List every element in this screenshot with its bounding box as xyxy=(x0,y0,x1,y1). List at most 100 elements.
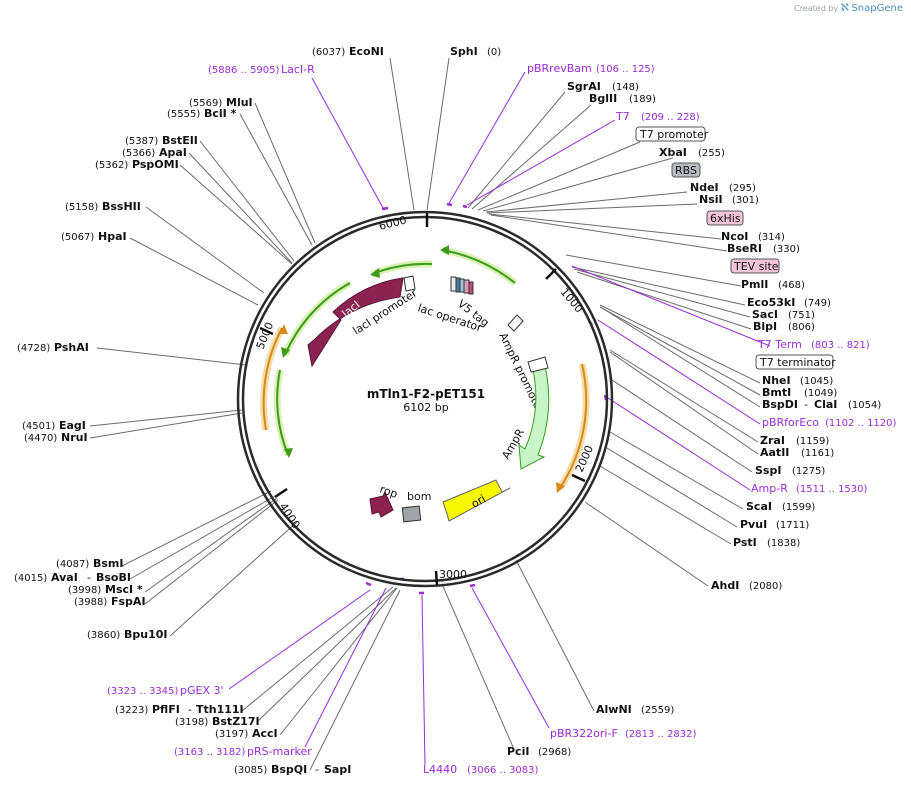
label-SspI: SspI (1275) xyxy=(755,464,825,477)
label-Eco53kI: Eco53kI (749) xyxy=(747,296,831,309)
label-pos: (0) xyxy=(487,47,501,58)
label-name: Eco53kI xyxy=(747,296,795,309)
orf-arrowheads-green xyxy=(281,245,449,458)
label-name: SspI xyxy=(755,464,781,477)
box-text: TEV site xyxy=(733,260,779,273)
label-pos: (1838) xyxy=(767,538,800,549)
label-pos: (5158) xyxy=(65,202,98,213)
label-pos: (4470) xyxy=(24,433,57,444)
label-name: BspDI xyxy=(762,398,798,411)
tick-marks xyxy=(259,213,586,586)
label-pos: (1599) xyxy=(782,502,815,513)
label-pos: (5067) xyxy=(61,232,94,243)
label-sep: - xyxy=(188,703,192,716)
label-TEV-site: TEV site xyxy=(730,258,780,274)
label-pos: (1711) xyxy=(776,520,809,531)
label-ZraI: ZraI (1159) xyxy=(760,434,829,447)
label-NheI: NheI (1045) xyxy=(762,374,833,387)
label-name: PmlI xyxy=(741,278,768,291)
label-T7-promoter: T7 promoter xyxy=(635,126,709,142)
label-name: NsiI xyxy=(699,193,723,206)
label-name: ZraI xyxy=(760,434,785,447)
label-L4440: L4440 (3066 .. 3083) xyxy=(423,763,539,776)
label-pos: (1161) xyxy=(801,448,834,459)
label-BsmI: (4087) BsmI xyxy=(56,557,124,570)
box-text: 6xHis xyxy=(710,212,741,225)
label-pBRrevBam: pBRrevBam (106 .. 125) xyxy=(527,62,655,75)
label-name: pGEX 3' xyxy=(180,684,224,697)
label-RBS: RBS xyxy=(671,162,701,178)
snapgene-logo-icon: ℵ xyxy=(840,1,849,14)
label-BssHII: (5158) BssHII xyxy=(65,200,141,213)
label-pos: (2080) xyxy=(749,581,782,592)
label-name: MluI xyxy=(226,96,253,109)
label-pos: (749) xyxy=(804,298,831,309)
label-pos: (5362) xyxy=(95,160,128,171)
label-BspDI: BspDI - ClaI (1054) xyxy=(762,398,881,411)
label-name: SphI xyxy=(450,45,478,58)
label-pos: (5366) xyxy=(122,148,155,159)
label-SphI: SphI (0) xyxy=(450,45,501,58)
lac-operator-feature xyxy=(450,276,474,295)
label-range: (3163 .. 3182) xyxy=(174,747,246,758)
label-pos: (255) xyxy=(698,148,725,159)
label-PciI: PciI (2968) xyxy=(507,745,571,758)
label-MscI: (3998) MscI * xyxy=(68,583,143,596)
laci-feature xyxy=(307,277,404,368)
laci-promoter-feature xyxy=(403,275,416,292)
label-name: pRS-marker xyxy=(247,745,312,758)
label-pos: (314) xyxy=(758,232,785,243)
label-NsiI: NsiI (301) xyxy=(699,193,759,206)
label-BmtI: BmtI (1049) xyxy=(762,386,837,399)
label-name: Amp-R xyxy=(751,482,788,495)
label-pos: (295) xyxy=(729,183,756,194)
label-name: ScaI xyxy=(746,500,772,513)
label-BglII: BglII (189) xyxy=(589,92,656,105)
label-pos: (1054) xyxy=(848,400,881,411)
label-pos: (4728) xyxy=(17,343,50,354)
credit-text: Created by xyxy=(794,4,839,13)
label-pos: (3988) xyxy=(74,597,107,608)
label-name: pBRrevBam xyxy=(527,62,592,75)
label-pos: (1049) xyxy=(804,388,837,399)
label-name: BssHII xyxy=(102,200,141,213)
label-name2: Tth111I xyxy=(196,703,244,716)
label-pos: (189) xyxy=(629,94,656,105)
label-name: LacI-R xyxy=(281,63,315,76)
label-pos: (468) xyxy=(778,280,805,291)
label-range: (1511 .. 1530) xyxy=(796,484,868,495)
label-AlwNI: AlwNI (2559) xyxy=(596,703,674,716)
label-name: BlpI xyxy=(753,320,777,333)
label-name: BsmI xyxy=(93,557,124,570)
label-pos: (1045) xyxy=(800,376,833,387)
label-name: HpaI xyxy=(98,230,127,243)
label-BstZ17I: (3198) BstZ17I xyxy=(175,715,260,728)
label-PshAI: (4728) PshAI xyxy=(17,341,89,354)
label-name: BspQI xyxy=(271,763,307,776)
backbone xyxy=(236,210,614,588)
label-name: AlwNI xyxy=(596,703,632,716)
label-range: (1102 .. 1120) xyxy=(825,418,897,429)
label-pGEX3: (3323 .. 3345) pGEX 3' xyxy=(107,684,224,697)
label-pos: (3085) xyxy=(234,765,267,776)
label-pos: (1275) xyxy=(792,466,825,477)
label-name: BclI * xyxy=(204,107,237,120)
label-name: PciI xyxy=(507,745,529,758)
label-name: PvuI xyxy=(740,518,767,531)
label-6xHis: 6xHis xyxy=(706,210,744,226)
label-Amp-R: Amp-R (1511 .. 1530) xyxy=(751,482,868,495)
label-name: EagI xyxy=(59,419,86,432)
label-SgrAI: SgrAI (148) xyxy=(567,80,639,93)
label-pos: (301) xyxy=(732,195,759,206)
label-pos: (3197) xyxy=(215,729,248,740)
label-name: BglII xyxy=(589,92,617,105)
ori-label: ori xyxy=(469,492,488,510)
label-name: SacI xyxy=(752,308,778,321)
orf-arrowheads-orange xyxy=(280,324,565,493)
label-pos: (4015) xyxy=(14,573,47,584)
label-pos: (5387) xyxy=(125,136,158,147)
label-pos: (5555) xyxy=(167,109,200,120)
plasmid-name: mTln1-F2-pET151 xyxy=(367,387,485,401)
label-name: pBRforEco xyxy=(762,416,819,429)
